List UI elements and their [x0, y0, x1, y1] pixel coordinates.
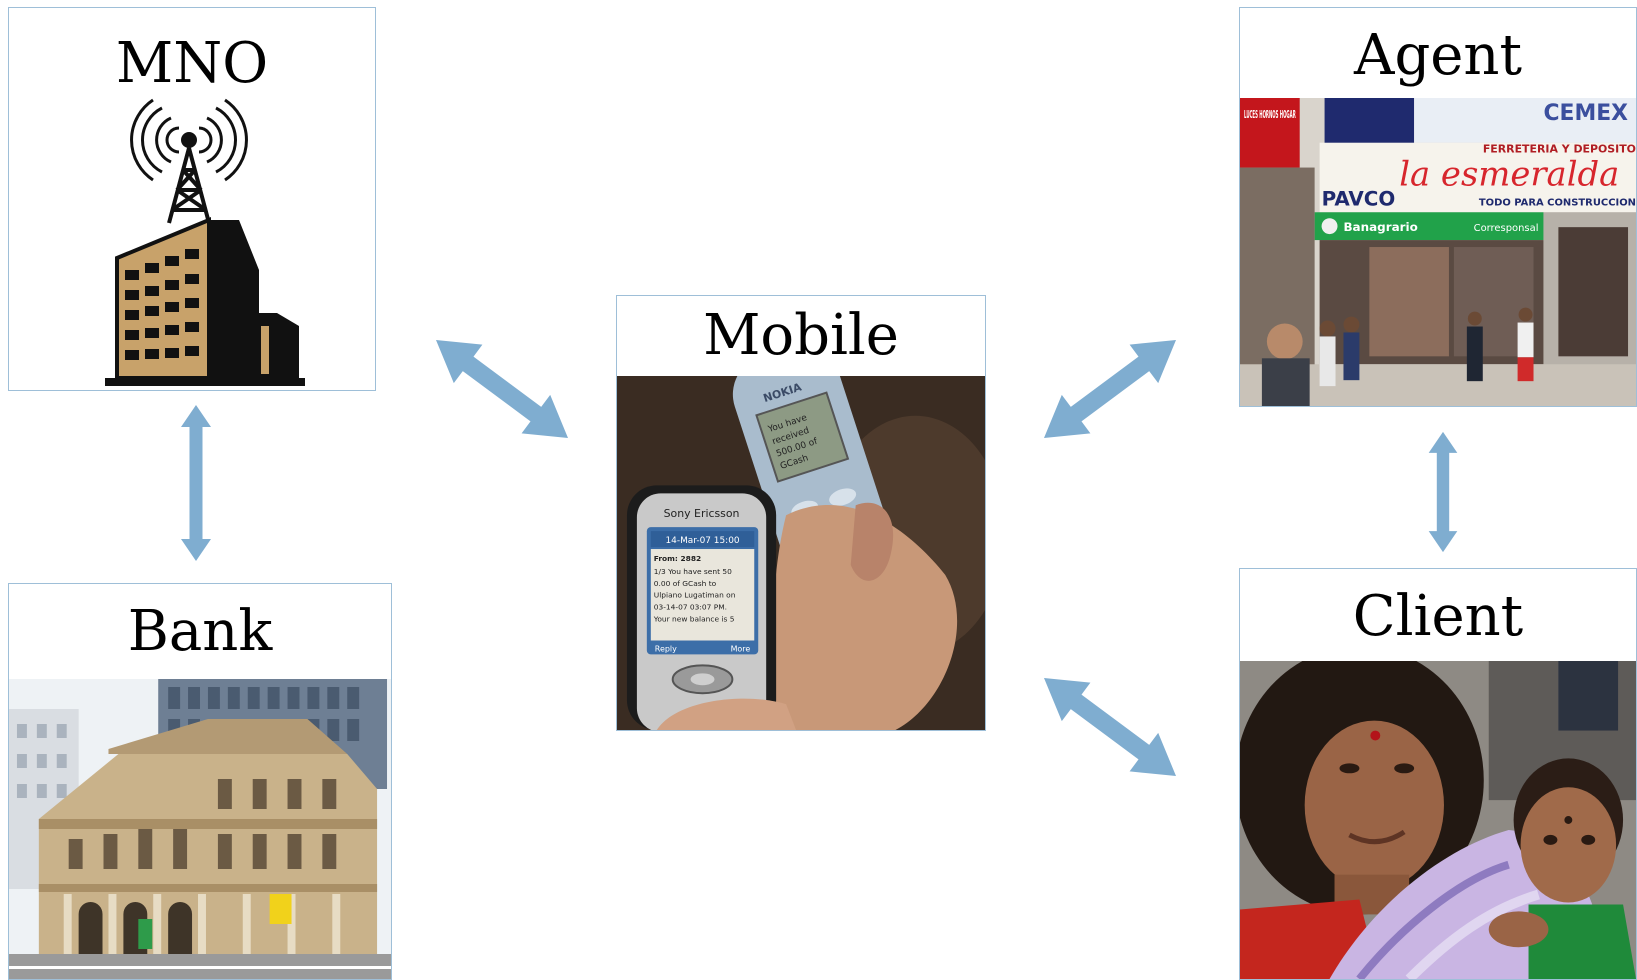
sms-line-3: Ulpiano Lugatiman on	[654, 591, 736, 600]
bank-building-photo	[9, 679, 391, 979]
mobile-title: Mobile	[703, 303, 899, 368]
mobile-node: Mobile You have received 500.00 of GCash…	[616, 295, 986, 731]
sms-line-5: Your new balance is 5	[653, 615, 735, 624]
agent-title: Agent	[1354, 23, 1522, 88]
mobile-client-arrow	[1044, 678, 1176, 776]
client-mother-child-photo	[1240, 661, 1636, 979]
mobile-agent-arrow	[1044, 340, 1176, 438]
sms-from: From: 2882	[654, 554, 701, 563]
store-subtitle-2: TODO PARA CONSTRUCCION	[1479, 197, 1636, 208]
side-sign: LUCES HORNOS HOGAR	[1244, 108, 1296, 121]
banagrario-sign: Banagrario	[1343, 220, 1417, 234]
pavco-sign: PAVCO	[1322, 187, 1396, 210]
agent-client-arrow	[1428, 431, 1458, 553]
corresponsal-sign: Corresponsal	[1474, 223, 1539, 234]
cell-tower-building-icon	[105, 98, 305, 386]
bank-title: Bank	[127, 599, 273, 664]
mno-node: MNO	[8, 7, 376, 391]
softkey-right: More	[731, 644, 751, 653]
agent-storefront-photo: LUCES HORNOS HOGAR CEMEX FERRETERIA Y DE…	[1240, 98, 1636, 406]
sms-line-1: 1/3 You have sent 50	[654, 567, 732, 576]
store-subtitle: FERRETERIA Y DEPOSITO	[1483, 143, 1636, 156]
sony-brand: Sony Ericsson	[664, 507, 740, 520]
softkey-left: Reply	[655, 644, 677, 653]
sms-line-4: 03-14-07 03:07 PM.	[654, 603, 727, 612]
sms-date: 14-Mar-07 15:00	[665, 536, 739, 546]
mno-title: MNO	[115, 31, 269, 96]
store-name: la esmeralda	[1399, 154, 1619, 193]
bank-node: Bank	[8, 583, 392, 980]
client-node: Client	[1239, 568, 1637, 980]
cemex-sign: CEMEX	[1543, 101, 1628, 126]
mno-bank-arrow	[181, 405, 211, 561]
sms-line-2: 0.00 of GCash to	[654, 579, 717, 588]
mobile-phones-photo: You have received 500.00 of GCash NOKIA …	[617, 376, 985, 730]
agent-node: Agent LUCES HORNOS HOGAR CEMEX FERRETERI…	[1239, 7, 1637, 407]
client-title: Client	[1352, 584, 1524, 649]
mno-mobile-arrow	[436, 340, 568, 438]
